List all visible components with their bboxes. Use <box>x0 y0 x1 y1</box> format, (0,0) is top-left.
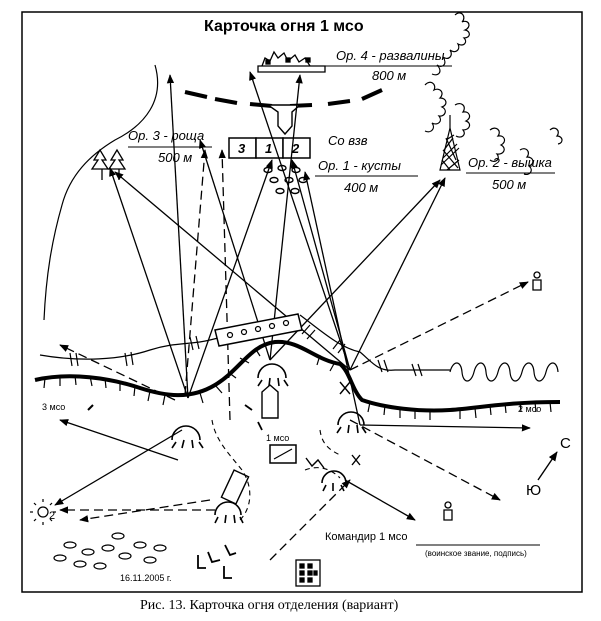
compass-south: Ю <box>526 482 542 499</box>
squad-number-1: 1 <box>265 141 273 156</box>
forest-edge-left <box>43 64 159 321</box>
observer-figures <box>443 271 542 521</box>
compass-north: С <box>560 435 571 452</box>
obstacle-arc <box>184 88 383 108</box>
sun-icon <box>30 499 56 525</box>
date-label: 16.11.2005 г. <box>120 573 172 583</box>
wire-coil <box>449 362 559 382</box>
landmark-or2-dist: 500 м <box>492 177 527 192</box>
commander-label: Командир 1 мсо <box>325 531 408 543</box>
front-line <box>34 339 561 413</box>
route-dashed <box>211 419 341 521</box>
front-line-hatching <box>43 347 552 420</box>
landmark-or1-name: Ор. 1 - кусты <box>318 158 401 173</box>
squad-number-2: 2 <box>292 141 300 156</box>
page-title: Карточка огня 1 мсо <box>204 18 364 35</box>
commander-sublabel: (воинское звание, подпись) <box>425 549 527 558</box>
card-frame <box>21 11 583 593</box>
vehicle-symbol <box>220 384 279 505</box>
unit-center-label: 1 мсо <box>266 433 290 443</box>
fire-sectors <box>54 71 531 521</box>
building-symbol <box>295 559 321 587</box>
landmark-or2-name: Ор. 2 - вышка <box>468 155 552 170</box>
landmark-or3-dist: 500 м <box>158 150 193 165</box>
fighting-positions <box>171 363 367 524</box>
barrier-line <box>39 314 450 371</box>
squad-label: Со взв <box>328 133 368 148</box>
barrier-ticks <box>69 324 423 377</box>
landmark-or4-dist: 800 м <box>372 68 407 83</box>
command-post <box>269 444 297 464</box>
position-markers <box>197 404 263 579</box>
landmark-or4-name: Ор. 4 - развалины <box>336 48 445 63</box>
additional-sectors <box>59 149 529 561</box>
ruins-symbol <box>257 50 326 73</box>
sun-number: 2 <box>49 510 56 522</box>
direction-arrow-down <box>265 104 302 136</box>
unit-right-label: 2 мсо <box>518 404 542 414</box>
landmark-or3-name: Ор. 3 - роща <box>128 128 205 143</box>
tower-symbol <box>439 115 461 171</box>
landmark-or1-dist: 400 м <box>344 180 379 195</box>
stones <box>53 532 167 570</box>
compass-arrow <box>537 451 558 481</box>
figure-caption: Рис. 13. Карточка огня отделения (вариан… <box>140 598 399 613</box>
obstacle-crosses <box>305 381 361 469</box>
unit-left-marker <box>87 404 94 411</box>
unit-left-label: 3 мсо <box>42 402 66 412</box>
minefield <box>214 313 303 347</box>
squad-boxes <box>228 137 311 159</box>
squad-number-3: 3 <box>238 141 246 156</box>
